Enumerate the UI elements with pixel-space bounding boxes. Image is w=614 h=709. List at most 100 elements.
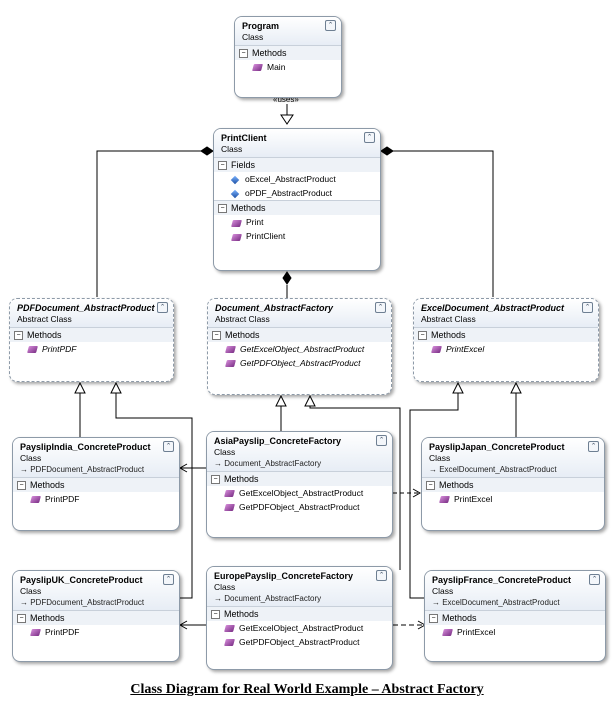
class-kind: Class — [432, 586, 454, 596]
class-kind: Class — [221, 144, 243, 154]
class-europepayslip-concretefactory[interactable]: EuropePayslip_ConcreteFactory Class → Do… — [206, 566, 393, 670]
inherits-label: → ExcelDocument_AbstractProduct — [432, 598, 560, 607]
class-name: PayslipJapan_ConcreteProduct — [429, 442, 565, 452]
class-name: PayslipIndia_ConcreteProduct — [20, 442, 151, 452]
collapse-icon[interactable]: ⌃ — [163, 441, 174, 452]
class-pdfdocument-abstractproduct[interactable]: PDFDocument_AbstractProduct Abstract Cla… — [9, 298, 174, 382]
collapse-toggle-icon[interactable]: − — [211, 610, 220, 620]
class-kind: Abstract Class — [17, 314, 72, 324]
collapse-toggle-icon[interactable]: − — [426, 481, 435, 491]
methods-section-header[interactable]: −Methods — [207, 606, 392, 622]
collapse-toggle-icon[interactable]: − — [429, 614, 438, 624]
class-kind: Class — [242, 32, 264, 42]
collapse-toggle-icon[interactable]: − — [17, 481, 26, 491]
method-icon — [224, 490, 235, 498]
class-payslipindia-concreteproduct[interactable]: PayslipIndia_ConcreteProduct Class → PDF… — [12, 437, 180, 531]
collapse-icon[interactable]: ⌃ — [589, 574, 600, 585]
class-kind: Class — [20, 453, 42, 463]
collapse-icon[interactable]: ⌃ — [325, 20, 336, 31]
class-payslipfrance-concreteproduct[interactable]: PayslipFrance_ConcreteProduct Class → Ex… — [424, 570, 606, 662]
method-icon — [231, 219, 242, 227]
collapse-icon[interactable]: ⌃ — [582, 302, 593, 313]
class-kind: Abstract Class — [421, 314, 476, 324]
methods-section-header[interactable]: −Methods — [13, 477, 179, 493]
class-asiapayslip-concretefactory[interactable]: AsiaPayslip_ConcreteFactory Class → Docu… — [206, 431, 393, 538]
collapse-toggle-icon[interactable]: − — [239, 49, 248, 59]
dependency-arrowhead-asia-japan — [412, 488, 422, 498]
method-item: PrintPDF — [10, 342, 173, 356]
methods-section-header[interactable]: −Methods — [10, 327, 173, 343]
class-name: EuropePayslip_ConcreteFactory — [214, 571, 354, 581]
method-item: GetExcelObject_AbstractProduct — [207, 621, 392, 635]
inherit-arrow-uk — [110, 381, 122, 394]
collapse-toggle-icon[interactable]: − — [17, 614, 26, 624]
class-name: Document_AbstractFactory — [215, 303, 334, 313]
composition-line-excel — [381, 150, 494, 297]
method-item: GetPDFObject_AbstractProduct — [207, 500, 392, 514]
collapse-toggle-icon[interactable]: − — [211, 475, 220, 485]
collapse-icon[interactable]: ⌃ — [163, 574, 174, 585]
class-payslipuk-concreteproduct[interactable]: PayslipUK_ConcreteProduct Class → PDFDoc… — [12, 570, 180, 662]
class-payslipjapan-concreteproduct[interactable]: PayslipJapan_ConcreteProduct Class → Exc… — [421, 437, 605, 531]
class-document-abstractfactory[interactable]: Document_AbstractFactory Abstract Class … — [207, 298, 392, 395]
method-icon — [252, 64, 263, 72]
inherit-line-europe — [309, 406, 401, 570]
class-kind: Class — [214, 582, 236, 592]
collapse-icon[interactable]: ⌃ — [376, 570, 387, 581]
method-icon — [30, 629, 41, 637]
fields-section-header[interactable]: −Fields — [214, 157, 380, 173]
method-item: PrintExcel — [422, 492, 604, 506]
class-name: PrintClient — [221, 133, 267, 143]
method-icon — [231, 233, 242, 241]
class-name: PDFDocument_AbstractProduct — [17, 303, 155, 313]
collapse-icon[interactable]: ⌃ — [376, 435, 387, 446]
method-icon — [27, 346, 38, 354]
collapse-toggle-icon[interactable]: − — [218, 204, 227, 214]
method-item: Main — [235, 60, 341, 74]
field-item: oPDF_AbstractProduct — [214, 186, 380, 200]
collapse-toggle-icon[interactable]: − — [212, 331, 221, 341]
method-icon — [442, 629, 453, 637]
method-icon — [439, 496, 450, 504]
collapse-toggle-icon[interactable]: − — [218, 161, 227, 171]
collapse-icon[interactable]: ⌃ — [375, 302, 386, 313]
inherits-label: → Document_AbstractFactory — [214, 459, 322, 468]
method-icon — [225, 346, 236, 354]
class-name: AsiaPayslip_ConcreteFactory — [214, 436, 342, 446]
class-kind: Abstract Class — [215, 314, 270, 324]
class-name: PayslipFrance_ConcreteProduct — [432, 575, 572, 585]
method-icon — [30, 496, 41, 504]
method-item: PrintPDF — [13, 492, 179, 506]
methods-section-header[interactable]: −Methods — [208, 327, 391, 343]
collapse-toggle-icon[interactable]: − — [14, 331, 23, 341]
methods-section-header[interactable]: −Methods — [13, 610, 179, 626]
methods-section-header[interactable]: −Methods — [207, 471, 392, 487]
method-item: PrintExcel — [425, 625, 605, 639]
methods-section-header[interactable]: −Methods — [235, 45, 341, 61]
class-name: ExcelDocument_AbstractProduct — [421, 303, 565, 313]
methods-section-header[interactable]: −Methods — [422, 477, 604, 493]
class-printclient[interactable]: PrintClient Class ⌃ −Fields oExcel_Abstr… — [213, 128, 381, 271]
method-icon — [224, 639, 235, 647]
collapse-toggle-icon[interactable]: − — [418, 331, 427, 341]
uses-stereotype-label: «uses» — [272, 95, 300, 104]
inherit-arrow-europe — [304, 394, 316, 407]
composition-line-pdf — [96, 150, 213, 297]
class-program[interactable]: Program Class ⌃ −Methods Main — [234, 16, 342, 98]
methods-section-header[interactable]: −Methods — [214, 200, 380, 216]
collapse-icon[interactable]: ⌃ — [588, 441, 599, 452]
inherits-label: → ExcelDocument_AbstractProduct — [429, 465, 557, 474]
collapse-icon[interactable]: ⌃ — [364, 132, 375, 143]
collapse-icon[interactable]: ⌃ — [157, 302, 168, 313]
methods-section-header[interactable]: −Methods — [425, 610, 605, 626]
methods-section-header[interactable]: −Methods — [414, 327, 598, 343]
method-item: GetPDFObject_AbstractProduct — [207, 635, 392, 649]
inherits-label: → PDFDocument_AbstractProduct — [20, 598, 145, 607]
dependency-arrowhead-europe-uk — [178, 620, 188, 630]
composition-diamond-factory — [282, 271, 292, 285]
class-exceldocument-abstractproduct[interactable]: ExcelDocument_AbstractProduct Abstract C… — [413, 298, 599, 382]
method-icon — [431, 346, 442, 354]
method-item: GetExcelObject_AbstractProduct — [208, 342, 391, 356]
